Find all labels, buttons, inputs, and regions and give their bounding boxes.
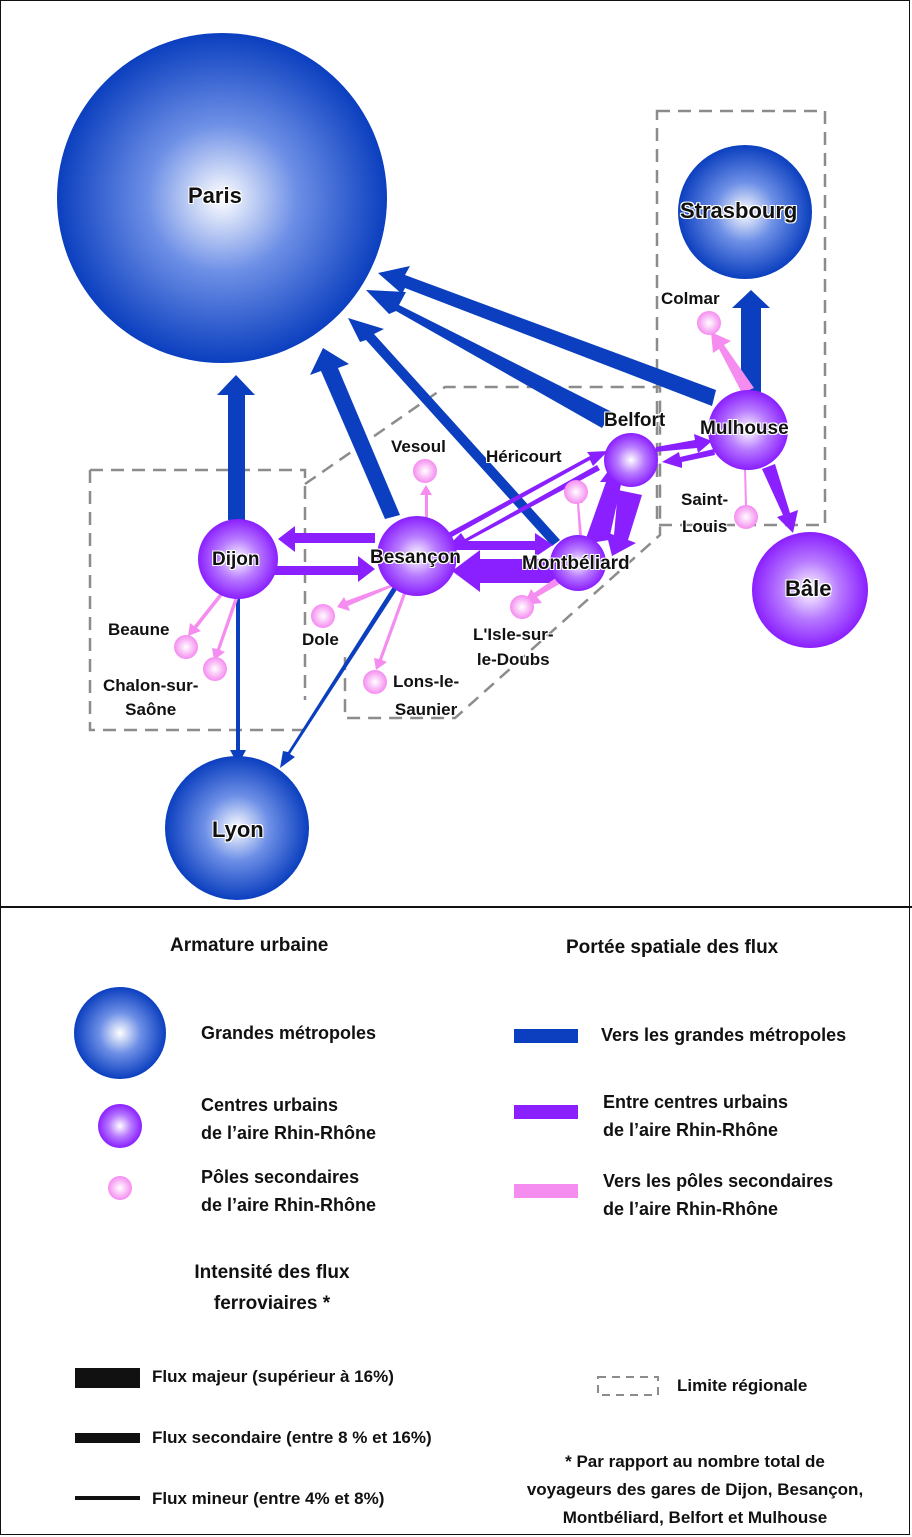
label-isle: L'Isle-sur- le-Doubs <box>473 625 554 669</box>
label-bale: Bâle <box>785 576 832 601</box>
label-strasbourg: Strasbourg <box>680 198 798 223</box>
node-isle <box>510 595 534 619</box>
legend-intensite-title: Intensité des flux ferroviaires * <box>194 1262 350 1314</box>
legend-limite-symbol <box>597 1376 659 1396</box>
flow-dijon-paris <box>217 375 255 520</box>
legend-centre-symbol <box>98 1104 142 1148</box>
legend-metropole-symbol <box>74 987 166 1079</box>
label-hericourt: Héricourt <box>486 447 562 466</box>
legend-flow-centres <box>514 1105 578 1119</box>
legend-flux-mineur-bar <box>75 1496 140 1500</box>
legend-vers-metropoles-label: Vers les grandes métropoles <box>601 1025 847 1045</box>
flow-dijon-lyon <box>230 592 246 765</box>
label-vesoul: Vesoul <box>391 437 446 456</box>
legend-flux-majeur-label: Flux majeur (supérieur à 16%) <box>152 1367 394 1386</box>
flow-belfort-paris <box>366 290 612 428</box>
node-belfort <box>604 433 658 487</box>
node-dole <box>311 604 335 628</box>
node-besancon <box>377 516 457 596</box>
node-dijon <box>198 519 278 599</box>
label-belfort: Belfort <box>604 410 666 431</box>
flow-mulhouse-belfort <box>662 449 715 468</box>
flow-besancon-lyon <box>280 585 398 768</box>
node-paris <box>57 33 387 363</box>
flow-montbeliard-paris <box>348 318 560 546</box>
flow-besancon-belfort <box>448 451 608 538</box>
node-strasbourg <box>678 145 812 279</box>
node-saint-louis <box>734 505 758 529</box>
legend-flow-poles <box>514 1184 578 1198</box>
label-chalon: Chalon-sur- Saône <box>103 676 199 719</box>
flow-mulhouse-paris <box>378 266 716 406</box>
node-lons <box>363 670 387 694</box>
flow-montbeliard-besancon <box>452 550 558 592</box>
legend-armature-title: Armature urbaine <box>170 935 329 956</box>
legend-centres-label: Centres urbains de l’aire Rhin-Rhône <box>201 1095 377 1143</box>
node-lyon <box>165 756 309 900</box>
legend-entre-centres-label: Entre centres urbains de l’aire Rhin-Rhô… <box>603 1092 789 1140</box>
boundary-franche-comte <box>304 385 662 720</box>
flow-dijon-besancon <box>268 556 375 582</box>
node-vesoul <box>413 459 437 483</box>
flow-dijon-beaune <box>188 593 223 636</box>
legend-vers-poles-label: Vers les pôles secondaires de l’aire Rhi… <box>603 1171 834 1219</box>
legend-flux-mineur-label: Flux mineur (entre 4% et 8%) <box>152 1489 385 1508</box>
label-dijon: Dijon <box>212 549 260 570</box>
node-beaune <box>174 635 198 659</box>
flow-mulhouse-saint-louis <box>740 468 752 516</box>
legend-portee-title: Portée spatiale des flux <box>566 937 779 958</box>
legend-poles-label: Pôles secondaires de l’aire Rhin-Rhône <box>201 1167 377 1215</box>
flow-belfort-besancon <box>446 465 600 548</box>
flow-montbeliard-hericourt <box>572 493 583 535</box>
label-saint-louis: Saint- Louis <box>681 490 729 536</box>
flow-belfort-mulhouse <box>655 434 712 453</box>
node-montbeliard <box>550 535 606 591</box>
node-mulhouse <box>708 390 788 470</box>
flow-mulhouse-bale <box>762 464 798 533</box>
flow-mulhouse-colmar <box>711 332 754 393</box>
flow-dijon-chalon <box>212 594 239 660</box>
legend-flow-metropoles <box>514 1029 578 1043</box>
legend-metropoles-label: Grandes métropoles <box>201 1023 377 1043</box>
flow-besancon-dole <box>337 585 392 611</box>
legend-flux-secondaire-label: Flux secondaire (entre 8 % et 16%) <box>152 1428 432 1447</box>
flow-montbeliard-belfort <box>584 466 628 544</box>
legend-flux-majeur-bar <box>75 1368 140 1388</box>
label-paris: Paris <box>188 183 242 208</box>
flow-besancon-vesoul <box>420 485 432 520</box>
flow-besancon-montbeliard <box>440 533 553 557</box>
boundary-bourgogne-lower <box>88 470 305 732</box>
label-besancon: Besançon <box>370 547 461 568</box>
flow-besancon-lons <box>374 593 406 670</box>
flow-besancon-paris <box>310 348 400 519</box>
flow-besancon-dijon <box>278 526 375 552</box>
legend-footnote: * Par rapport au nombre total de voyageu… <box>526 1452 864 1527</box>
node-colmar <box>697 311 721 335</box>
label-montbeliard: Montbéliard <box>522 553 630 574</box>
legend-pole-symbol <box>108 1176 132 1200</box>
flow-belfort-montbeliard <box>606 490 642 556</box>
node-bale <box>752 532 868 648</box>
boundary-bourgogne <box>90 468 307 700</box>
node-chalon <box>203 657 227 681</box>
label-dole: Dole <box>302 630 339 649</box>
legend-flux-secondaire-bar <box>75 1433 140 1443</box>
label-mulhouse: Mulhouse <box>700 418 789 439</box>
legend-limite-label: Limite régionale <box>677 1376 808 1395</box>
label-colmar: Colmar <box>661 289 720 308</box>
flow-mulhouse-strasbourg <box>732 290 770 392</box>
label-beaune: Beaune <box>108 620 170 639</box>
label-lyon: Lyon <box>212 817 264 842</box>
label-lons: Lons-le- Saunier <box>393 672 460 719</box>
node-hericourt <box>564 480 588 504</box>
